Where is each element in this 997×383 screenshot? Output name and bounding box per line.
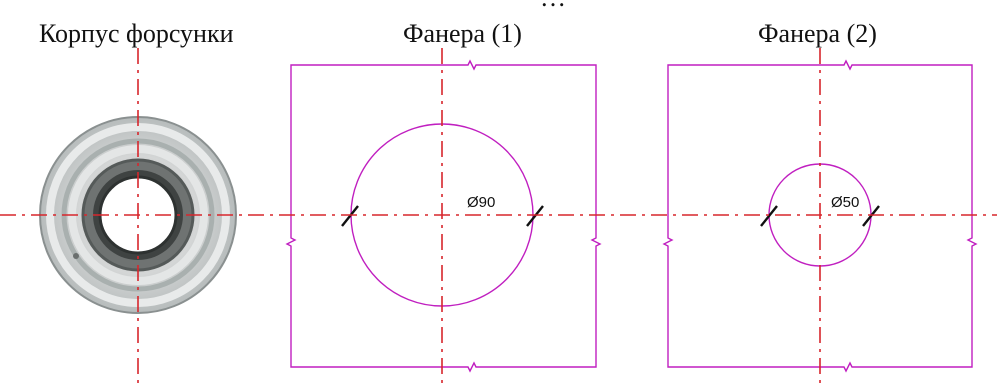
plywood-1-drawing: Ø90 xyxy=(285,59,602,373)
center-lines xyxy=(0,48,997,383)
top-text-fragment: … xyxy=(540,0,566,12)
plywood-1-diameter-label: Ø90 xyxy=(467,194,495,211)
plywood-1-label: Фанера (1) xyxy=(403,19,522,48)
nozzle-body-label: Корпус форсунки xyxy=(39,19,234,48)
plywood-2-drawing: Ø50 xyxy=(662,59,978,373)
plywood-2-diameter-label: Ø50 xyxy=(831,194,859,211)
plywood-2-label: Фанера (2) xyxy=(758,19,877,48)
